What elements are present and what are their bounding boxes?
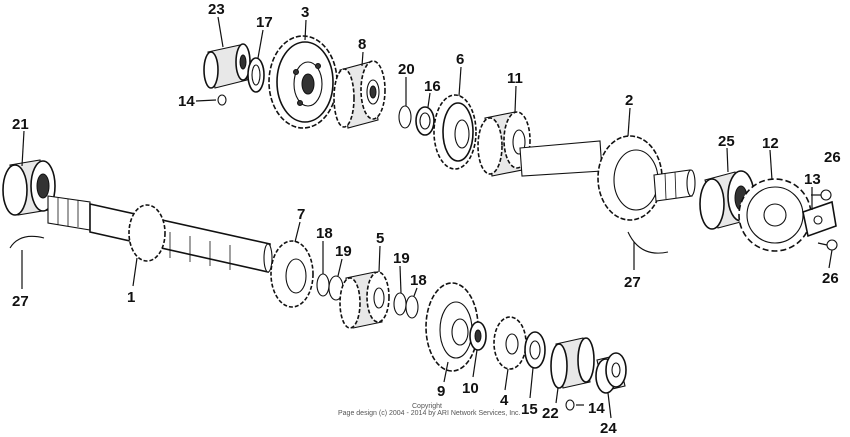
callout-2: 2: [625, 92, 633, 109]
part-26-bolt-upper: [811, 189, 832, 201]
callout-11: 11: [507, 70, 523, 87]
callout-27-left: 27: [12, 293, 29, 310]
callout-14-upper: 14: [178, 93, 195, 110]
part-26-bolt-lower: [817, 239, 838, 251]
callout-5: 5: [376, 230, 384, 247]
part-18-washer-lower: [405, 295, 419, 319]
copyright-line-2: Page design (c) 2004 - 2014 by ARI Netwo…: [338, 410, 521, 417]
callout-17: 17: [256, 14, 273, 31]
callout-19-lower: 19: [393, 250, 410, 267]
callout-1: 1: [127, 289, 135, 306]
callout-18-upper: 18: [316, 225, 333, 242]
part-25-bearing: [699, 170, 755, 230]
part-18-washer-upper: [316, 273, 330, 297]
part-14-pin-upper: [217, 94, 227, 106]
callout-16: 16: [424, 78, 441, 95]
part-15-washer: [524, 331, 546, 369]
callout-10: 10: [462, 380, 479, 397]
callout-18-lower: 18: [410, 272, 427, 289]
part-5-gear: [339, 271, 390, 329]
callout-14-lower: 14: [588, 400, 605, 417]
callout-21: 21: [12, 116, 29, 133]
part-14-pin-lower: [565, 399, 575, 411]
part-24-bearing: [595, 352, 627, 394]
callout-4: 4: [500, 392, 509, 409]
callout-24: 24: [600, 420, 617, 437]
callout-22: 22: [542, 405, 559, 422]
callout-26-upper: 26: [824, 149, 841, 166]
callout-13: 13: [804, 171, 821, 188]
callout-8: 8: [358, 36, 366, 53]
callout-6: 6: [456, 51, 464, 68]
part-23-bushing: [203, 43, 251, 89]
part-21-bearing: [2, 159, 56, 216]
part-22-bushing: [550, 337, 595, 389]
callout-12: 12: [762, 135, 779, 152]
part-10-bushing: [469, 321, 487, 351]
callout-7: 7: [297, 206, 305, 223]
part-19-circlip-lower: [393, 292, 407, 316]
callout-labels: 23 17 3 8 20 16 6 11 2 14 21 25 12 26 13…: [12, 1, 841, 437]
part-17-washer: [247, 57, 265, 93]
callout-19-upper: 19: [335, 243, 352, 260]
callout-26-lower: 26: [822, 270, 839, 287]
part-1-mainshaft: [47, 195, 273, 273]
callout-20: 20: [398, 61, 415, 78]
part-2-countershaft: [519, 135, 696, 221]
part-4-gear: [493, 316, 527, 370]
part-27-circlip-left: [9, 235, 45, 249]
callout-3: 3: [301, 4, 309, 21]
part-8-gear: [333, 60, 386, 129]
part-3-gear: [268, 35, 338, 129]
part-9-gear: [425, 282, 479, 372]
part-6-gear: [433, 94, 477, 170]
callout-25: 25: [718, 133, 735, 150]
part-27-circlip-right: [627, 231, 669, 254]
part-20-circlip: [398, 105, 412, 129]
part-16-washer: [415, 106, 435, 136]
part-12-sprocket: [738, 178, 812, 252]
callout-9: 9: [437, 383, 445, 400]
part-13-plate: [802, 200, 837, 238]
callout-15: 15: [521, 401, 538, 418]
callout-23: 23: [208, 1, 225, 18]
leader-lines: [21, 16, 833, 419]
part-7-gear: [270, 240, 314, 308]
copyright-line-1: Copyright: [412, 403, 442, 410]
callout-27-right: 27: [624, 274, 641, 291]
part-11-gear: [477, 111, 531, 177]
